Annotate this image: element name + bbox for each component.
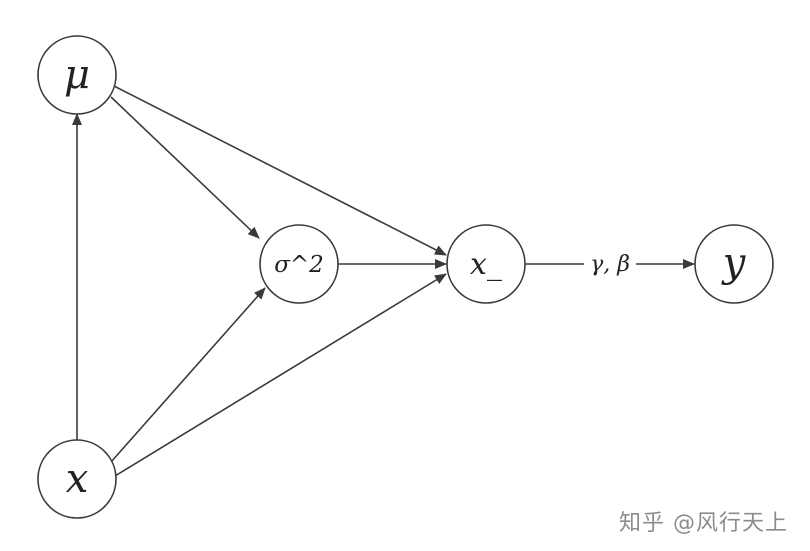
node-mu: μ bbox=[37, 35, 117, 115]
edge-mu-to-xhat bbox=[113, 85, 447, 256]
node-sigma2-label: σ^2 bbox=[274, 252, 324, 278]
edge-mu-to-sigma2 bbox=[110, 96, 260, 239]
node-sigma2: σ^2 bbox=[259, 224, 339, 304]
node-x-label: x bbox=[66, 456, 89, 502]
node-xhat-label: x_ bbox=[470, 247, 502, 282]
node-x: x bbox=[37, 439, 117, 519]
node-mu-label: μ bbox=[64, 52, 90, 98]
edge-x-to-xhat bbox=[114, 273, 447, 477]
node-y-label: y bbox=[721, 240, 747, 286]
edge-label-gamma-beta: γ, β bbox=[590, 252, 630, 277]
edge-xhat-to-y: γ, β bbox=[525, 252, 695, 277]
node-y: y bbox=[694, 224, 774, 304]
node-xhat: x_ bbox=[446, 224, 526, 304]
edge-x-to-sigma2 bbox=[110, 287, 266, 463]
zhihu-watermark: 知乎 @风行天上 bbox=[619, 511, 788, 536]
